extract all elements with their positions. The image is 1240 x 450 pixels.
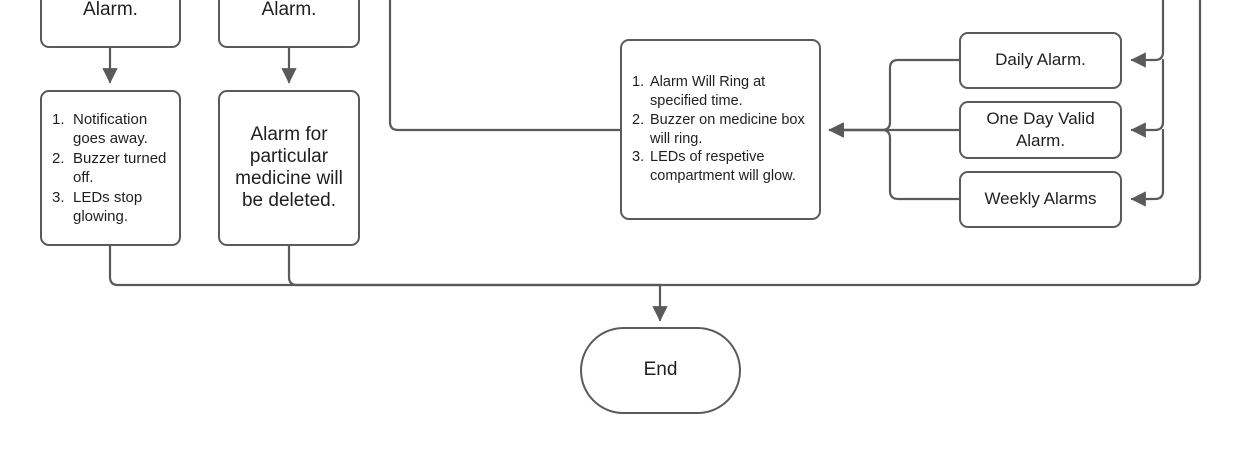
node-set-alarm-left[interactable]: Alarm.: [40, 0, 181, 48]
edge-feeder-to-daily: [1130, 0, 1165, 68]
list-item: Alarm Will Ring at specified time.: [632, 73, 766, 109]
edge-weekly-to-actions: [828, 122, 961, 201]
list-item: Notification goes away.: [52, 110, 148, 148]
node-alarm-actions[interactable]: Alarm Will Ring at specified time. Buzze…: [620, 39, 821, 220]
node-one-day-valid-alarm[interactable]: One Day Valid Alarm.: [959, 101, 1122, 159]
edge-feeder-to-oneday: [1130, 58, 1165, 138]
node-end-terminator[interactable]: End: [580, 327, 741, 414]
node-weekly-alarms[interactable]: Weekly Alarms: [959, 171, 1122, 228]
list-item: Buzzer on medicine box will ring.: [632, 111, 805, 147]
node-weekly-alarms-label: Weekly Alarms: [984, 189, 1097, 209]
node-daily-alarm-label: Daily Alarm.: [995, 50, 1086, 70]
node-notification-off-list: Notification goes away. Buzzer turned of…: [42, 110, 179, 227]
node-set-alarm-left-label: Alarm.: [83, 0, 138, 20]
list-item: LEDs stop glowing.: [52, 188, 143, 226]
node-alarm-deleted[interactable]: Alarm for particular medicine will be de…: [218, 90, 360, 246]
node-one-day-valid-alarm-label: One Day Valid Alarm.: [986, 108, 1095, 150]
edge-notification-to-bus: [108, 244, 662, 287]
list-item: Buzzer turned off.: [52, 149, 167, 187]
list-item: LEDs of respetive compartment will glow.: [632, 148, 796, 185]
node-set-alarm-right[interactable]: Alarm.: [218, 0, 360, 48]
node-set-alarm-right-label: Alarm.: [261, 0, 317, 20]
edge-top-into-actions: [388, 0, 622, 132]
edge-feeder-to-weekly: [1130, 128, 1165, 207]
node-daily-alarm[interactable]: Daily Alarm.: [959, 32, 1122, 89]
node-alarm-deleted-label: Alarm for particular medicine will be de…: [235, 123, 343, 212]
edge-daily-to-actions: [828, 58, 961, 138]
edge-deleted-to-bus: [287, 244, 662, 287]
node-notification-off[interactable]: Notification goes away. Buzzer turned of…: [40, 90, 181, 246]
node-end-label: End: [643, 359, 678, 381]
node-alarm-actions-list: Alarm Will Ring at specified time. Buzze…: [622, 73, 819, 186]
